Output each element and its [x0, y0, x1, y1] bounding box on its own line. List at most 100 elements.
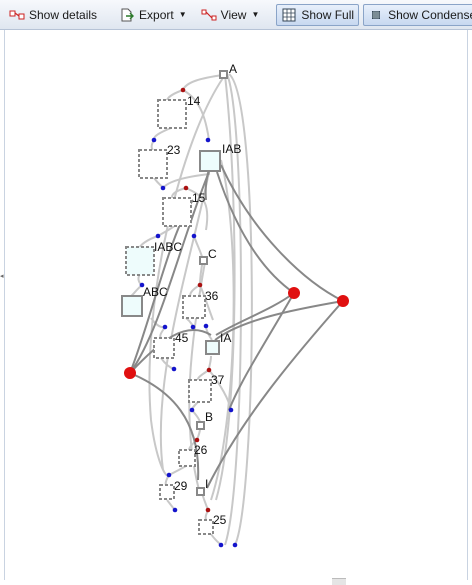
- edge: [220, 164, 344, 302]
- view-graph-icon: [201, 9, 217, 20]
- show-condensed-label: Show Condensed: [388, 7, 472, 22]
- junction-dot: [183, 185, 189, 191]
- condensed-grid-icon: [372, 10, 381, 19]
- chevron-down-icon: ▼: [251, 10, 260, 19]
- toolbar: Show details Export ▼ View ▼ Show Full S…: [0, 0, 472, 30]
- edge: [129, 171, 210, 374]
- process-graph[interactable]: A 14 IAB 23 15 IABC C ABC 36 45 IA 37 B …: [5, 30, 469, 580]
- junction-dot: [205, 507, 211, 513]
- edge: [152, 127, 172, 141]
- node-b[interactable]: [196, 421, 205, 430]
- junction-dot: [155, 233, 161, 239]
- node-label: 14: [187, 94, 201, 108]
- node-29[interactable]: [159, 484, 175, 500]
- node-label: IABC: [154, 240, 182, 254]
- junction-dot: [139, 282, 145, 288]
- edge: [168, 465, 187, 476]
- junction-dot: [160, 185, 166, 191]
- edge: [139, 235, 159, 248]
- event-node[interactable]: [337, 295, 349, 307]
- junction-dot: [197, 282, 203, 288]
- panel-collapse-handle[interactable]: ◂: [0, 273, 4, 280]
- grid-icon: [282, 8, 296, 21]
- edge: [199, 284, 214, 321]
- export-label: Export: [139, 7, 174, 22]
- node-45[interactable]: [153, 337, 175, 359]
- junction-dot: [203, 323, 209, 329]
- node-36[interactable]: [182, 295, 206, 319]
- node-label: B: [205, 410, 213, 424]
- edge: [148, 77, 224, 477]
- edge: [206, 300, 344, 489]
- show-full-button[interactable]: Show Full: [276, 3, 360, 26]
- show-condensed-button[interactable]: Show Condensed: [363, 3, 472, 26]
- node-26[interactable]: [178, 449, 196, 467]
- junction-dot: [206, 367, 212, 373]
- node-label: IAB: [222, 142, 241, 156]
- edge: [228, 292, 295, 411]
- edge: [215, 292, 295, 336]
- event-node[interactable]: [124, 367, 136, 379]
- node-label: 29: [174, 479, 188, 493]
- node-label: 36: [205, 289, 219, 303]
- graph-canvas[interactable]: A 14 IAB 23 15 IABC C ABC 36 45 IA 37 B …: [4, 30, 468, 580]
- junction-dot: [172, 507, 178, 513]
- node-label: 15: [192, 191, 206, 205]
- node-label: ABC: [143, 285, 168, 299]
- node-ia[interactable]: [205, 340, 220, 355]
- solid-nodes: [121, 70, 228, 496]
- node-iabc[interactable]: [125, 246, 155, 276]
- edge: [216, 171, 295, 294]
- junction-dot: [162, 324, 168, 330]
- resize-handle[interactable]: [332, 578, 346, 585]
- node-label: C: [208, 247, 217, 261]
- show-full-label: Show Full: [301, 7, 355, 22]
- edge: [182, 89, 210, 141]
- edge: [159, 171, 210, 471]
- edge: [130, 284, 143, 297]
- node-25[interactable]: [198, 519, 214, 535]
- edge: [129, 372, 200, 481]
- junction-dot: [205, 137, 211, 143]
- junction-dot: [191, 233, 197, 239]
- blue-junctions: [139, 137, 238, 548]
- node-label: 26: [194, 443, 208, 457]
- junction-dot: [190, 324, 196, 330]
- junction-dot: [228, 407, 234, 413]
- event-nodes: [124, 287, 349, 379]
- junction-dot: [218, 542, 224, 548]
- node-i[interactable]: [196, 487, 205, 496]
- event-node[interactable]: [288, 287, 300, 299]
- node-23[interactable]: [138, 149, 168, 179]
- view-menu-button[interactable]: View ▼: [196, 4, 265, 26]
- node-label: 23: [167, 143, 181, 157]
- junction-dot: [189, 407, 195, 413]
- junction-dot: [171, 366, 177, 372]
- junction-dot: [166, 472, 172, 478]
- node-a[interactable]: [219, 70, 228, 79]
- node-37[interactable]: [188, 379, 212, 403]
- node-14[interactable]: [157, 99, 187, 129]
- node-label: 45: [175, 331, 189, 345]
- node-label: 37: [211, 373, 225, 387]
- graph-details-icon: [9, 10, 25, 19]
- dashed-nodes: [125, 99, 214, 535]
- node-label: A: [229, 62, 237, 76]
- node-labels: A 14 IAB 23 15 IABC C ABC 36 45 IA 37 B …: [143, 62, 241, 527]
- red-junctions: [180, 87, 212, 513]
- node-label: I: [205, 477, 208, 491]
- node-15[interactable]: [162, 197, 192, 227]
- view-label: View: [220, 7, 247, 22]
- node-c[interactable]: [199, 256, 208, 265]
- export-document-icon: [121, 8, 135, 21]
- node-iab[interactable]: [199, 150, 221, 172]
- export-menu-button[interactable]: Export ▼: [114, 4, 192, 26]
- edge: [224, 73, 242, 546]
- show-details-label: Show details: [29, 7, 98, 22]
- chevron-down-icon: ▼: [178, 10, 187, 19]
- junction-dot: [232, 542, 238, 548]
- node-abc[interactable]: [121, 295, 143, 317]
- node-label: IA: [220, 331, 231, 345]
- show-details-button[interactable]: Show details: [4, 4, 102, 26]
- junction-dot: [151, 137, 157, 143]
